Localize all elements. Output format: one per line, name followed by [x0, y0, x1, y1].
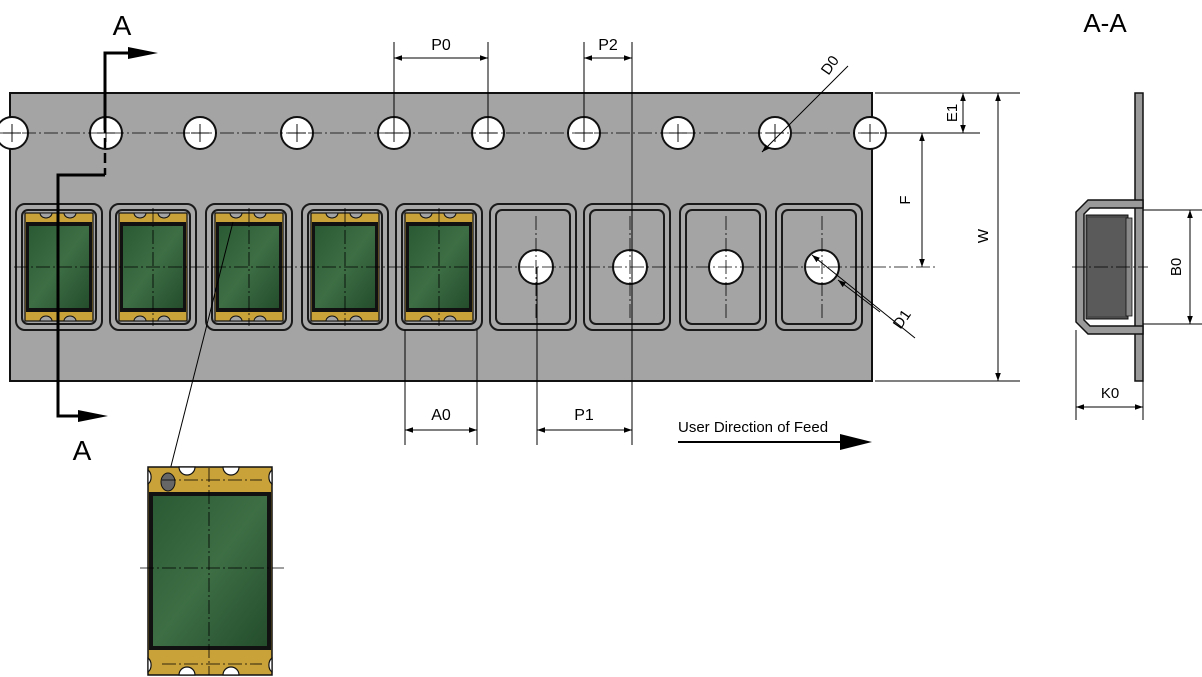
- dimension-a0: A0: [404, 330, 478, 445]
- feed-direction: User Direction of Feed: [678, 419, 872, 450]
- section-view-a-a: A-A B0 K0: [1072, 8, 1202, 420]
- section-view-title: A-A: [1083, 8, 1127, 38]
- label-d1: D1: [890, 307, 915, 332]
- label-p2: P2: [598, 37, 618, 54]
- dimension-w: W: [875, 93, 1020, 382]
- section-marker-top: A: [113, 10, 132, 41]
- detail-leader-line: [167, 221, 234, 479]
- label-f: F: [897, 195, 914, 204]
- dimension-p0: P0: [393, 37, 489, 130]
- label-w: W: [975, 228, 992, 243]
- label-p1: P1: [574, 407, 594, 424]
- component-detail-view: [140, 221, 284, 676]
- dimension-p1: P1: [536, 267, 633, 445]
- section-marker-bottom: A: [73, 435, 92, 466]
- label-p0: P0: [431, 37, 451, 54]
- label-b0: B0: [1168, 258, 1185, 276]
- dimension-p2: P2: [583, 37, 633, 381]
- dimension-f: F: [897, 133, 925, 267]
- feed-direction-label: User Direction of Feed: [678, 419, 828, 436]
- label-k0: K0: [1101, 385, 1119, 402]
- section-line-a: A A: [56, 10, 158, 466]
- label-a0: A0: [431, 407, 451, 424]
- label-e1: E1: [944, 104, 961, 122]
- pocket-with-component: [205, 203, 293, 331]
